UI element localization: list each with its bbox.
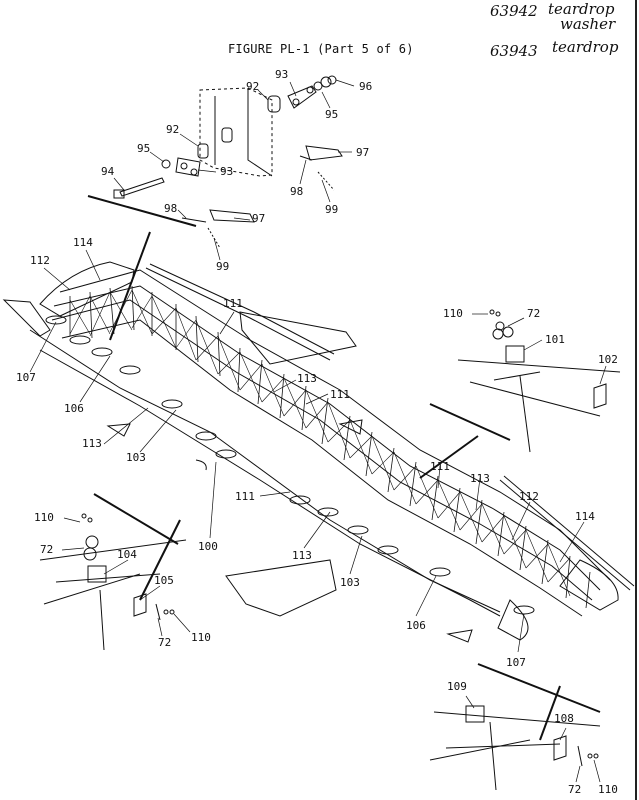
callout-95: 95 [325, 108, 338, 121]
handwritten-note-part-number: 63942 [490, 2, 538, 20]
callout-106: 106 [406, 619, 426, 632]
callout-99: 99 [325, 203, 338, 216]
callout-93: 93 [220, 165, 233, 178]
leader-lines [87, 195, 601, 741]
callout-101: 101 [545, 333, 565, 346]
callout-95: 95 [137, 142, 150, 155]
block-icon [87, 565, 107, 583]
callout-105: 105 [154, 574, 174, 587]
callout-102: 102 [598, 353, 618, 366]
callout-112: 112 [519, 490, 539, 503]
access-panel-icon [225, 559, 337, 617]
callout-111: 111 [330, 388, 350, 401]
bracket-detail-bottom [429, 705, 601, 791]
callout-110: 110 [443, 307, 463, 320]
callout-97: 97 [252, 212, 265, 225]
bracket-detail-left [39, 513, 187, 651]
link-plate-icon [175, 157, 201, 177]
callout-labels: 93 92 96 95 92 95 93 94 97 98 99 98 97 9… [16, 68, 618, 796]
callout-72: 72 [527, 307, 540, 320]
callout-72: 72 [568, 783, 581, 796]
callout-94: 94 [101, 165, 115, 178]
callout-104: 104 [117, 548, 137, 561]
handwritten-note-description: washer [560, 15, 616, 33]
callout-92: 92 [246, 80, 259, 93]
callout-112: 112 [30, 254, 50, 267]
callout-98: 98 [164, 202, 177, 215]
callout-111: 111 [223, 297, 243, 310]
hinge-detail-upper [113, 75, 343, 249]
bushing-icon [197, 143, 209, 159]
callout-72: 72 [158, 636, 171, 649]
bolt-icon [119, 177, 165, 197]
bracket-detail-right [457, 309, 621, 453]
callout-107: 107 [506, 656, 526, 669]
callout-92: 92 [166, 123, 179, 136]
bracket-icon [133, 593, 147, 617]
callout-98: 98 [290, 185, 303, 198]
callout-113: 113 [297, 372, 317, 385]
block-icon [465, 705, 485, 723]
callout-93: 93 [275, 68, 288, 81]
link-plate-icon [287, 85, 317, 109]
callout-96: 96 [359, 80, 372, 93]
callout-leaders [29, 79, 607, 783]
bracket-icon [553, 735, 567, 761]
handwritten-note-description: teardrop [548, 0, 615, 18]
callout-107: 107 [16, 371, 36, 384]
callout-103: 103 [126, 451, 146, 464]
callout-100: 100 [198, 540, 218, 553]
callout-114: 114 [575, 510, 595, 523]
callout-111: 111 [235, 490, 255, 503]
callout-110: 110 [598, 783, 618, 796]
callout-110: 110 [34, 511, 54, 524]
block-icon [505, 345, 525, 363]
callout-106: 106 [64, 402, 84, 415]
bushing-icon [267, 95, 281, 113]
callout-109: 109 [447, 680, 467, 693]
callout-108: 108 [554, 712, 574, 725]
callout-99: 99 [216, 260, 229, 273]
callout-110: 110 [191, 631, 211, 644]
callout-97: 97 [356, 146, 369, 159]
access-panel-icon [239, 311, 357, 365]
figure-title: FIGURE PL-1 (Part 5 of 6) [228, 42, 414, 56]
callout-114: 114 [73, 236, 93, 249]
wing-assembly [2, 261, 635, 643]
callout-103: 103 [340, 576, 360, 589]
callout-113: 113 [292, 549, 312, 562]
callout-72: 72 [40, 543, 53, 556]
handwritten-note-description: teardrop [552, 38, 619, 56]
callout-113: 113 [82, 437, 102, 450]
handwritten-note-part-number: 63943 [490, 42, 538, 60]
bracket-icon [593, 383, 607, 409]
